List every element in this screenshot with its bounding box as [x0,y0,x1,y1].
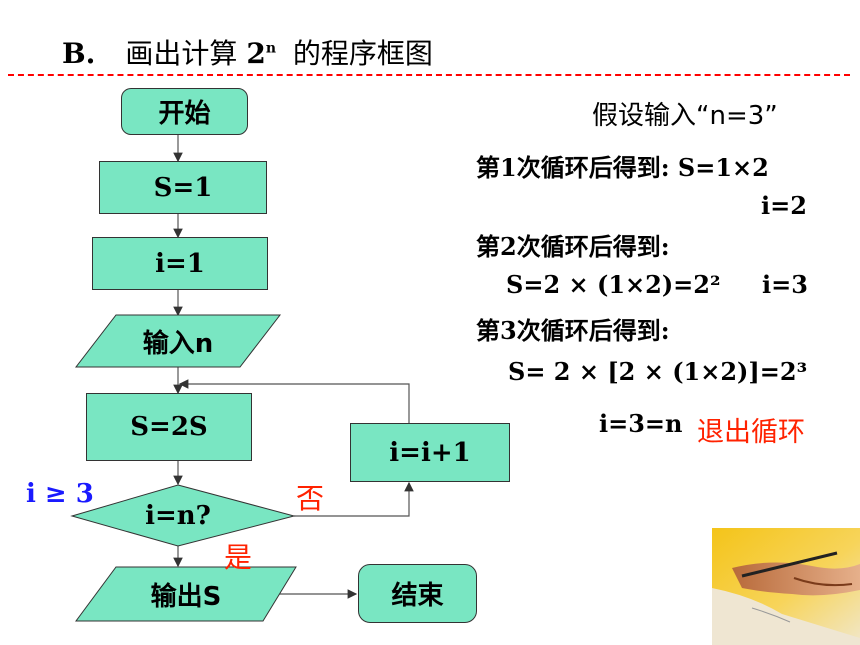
title-base: 2 [246,37,266,70]
no-label: 否 [296,482,325,515]
output-shape [75,566,297,622]
title-label: B. [62,37,96,70]
writing-hand-image [712,528,860,645]
page-title: B. 画出计算 2n 的程序框图 [62,32,433,72]
title-text: 画出计算 [125,37,238,70]
output-label: 输出S [150,581,222,612]
body-box: S=2S [86,393,252,461]
final-i: i=3=n [599,409,683,438]
decision-shape [70,484,296,547]
decision-label: i=n? [145,501,211,531]
yes-label: 是 [224,541,253,574]
title-suffix: 的程序框图 [292,37,433,70]
title-divider [8,74,850,76]
s-init-label: S=1 [153,172,213,203]
side-note: i ≥ 3 [26,479,94,509]
start-label: 开始 [158,99,211,129]
body-label: S=2S [130,412,208,442]
loop2-s: S=2 × (1×2)=2² [506,270,721,299]
input-node: 输入n [96,315,260,367]
loop3-text: 第3次循环后得到: [476,316,670,345]
loop2-text: 第2次循环后得到: [476,232,670,261]
assume-text: 假设输入“n=3” [592,101,778,131]
arrow-cond-no-to-incr [294,481,414,517]
i-init-box: i=1 [92,237,268,290]
i-init-label: i=1 [155,248,205,279]
exit-loop-text: 退出循环 [697,417,805,448]
decision-node: i=n? [120,494,236,538]
arrow-incr-loop-back [178,379,410,423]
incr-box: i=i+1 [350,423,510,482]
loop1-i: i=2 [761,191,807,220]
input-label: 输入n [142,328,214,359]
end-label: 结束 [391,581,444,611]
title-exp: n [265,40,277,57]
output-node: 输出S [96,567,276,621]
incr-label: i=i+1 [389,437,471,468]
loop1-text: 第1次循环后得到: S=1×2 [476,153,769,182]
start-node: 开始 [121,88,248,135]
loop2-i: i=3 [762,270,808,299]
end-node: 结束 [358,564,477,623]
loop3-s: S= 2 × [2 × (1×2)]=2³ [508,357,808,386]
s-init-box: S=1 [99,161,267,214]
